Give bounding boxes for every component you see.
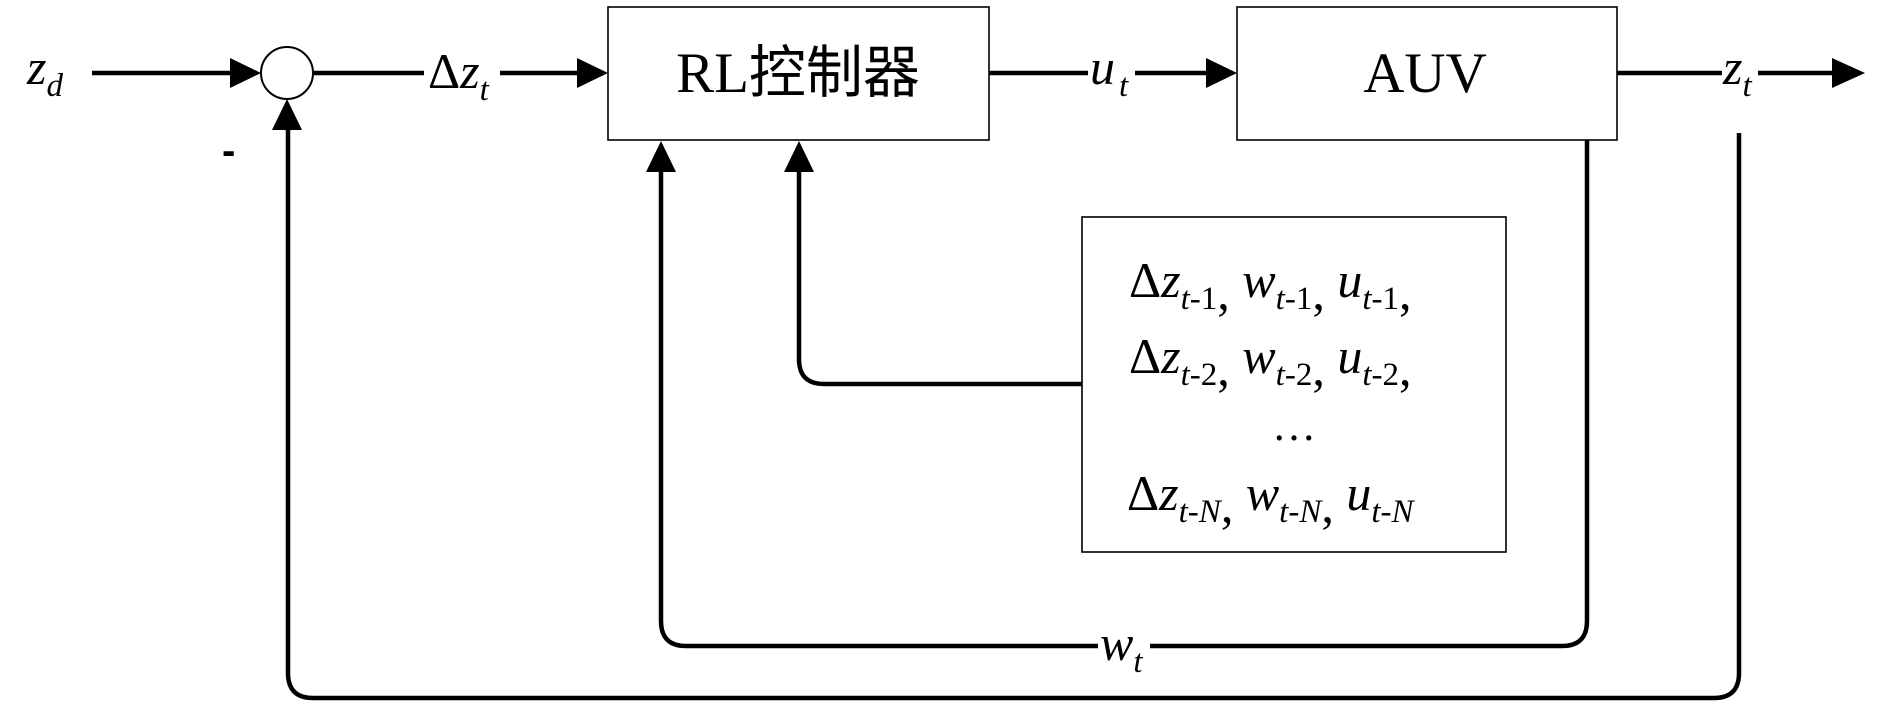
history-buffer-block [1081, 216, 1507, 553]
error-arrowhead [577, 58, 608, 88]
history-term-separator: , [1312, 340, 1337, 396]
control-arrowhead [1206, 58, 1237, 88]
input-signal-label: zd [26, 39, 63, 104]
history-term-separator: , [1217, 340, 1242, 396]
history-feedback-wire [796, 170, 1082, 387]
history-term-subscript: t [1179, 494, 1189, 530]
auv-plant-block [1236, 6, 1618, 141]
history-row-n: Δzt-N, wt-N, ut-N [1127, 465, 1416, 533]
history-row-2: Δzt-2, wt-2, ut-2, [1129, 328, 1412, 396]
history-term-subscript-index: 2 [1201, 357, 1218, 393]
history-term-subscript: t [1279, 494, 1289, 530]
history-term-subscript-index: N [1198, 494, 1223, 530]
history-term-subscript-index: 2 [1383, 357, 1400, 393]
history-term-subscript-dash: - [1190, 281, 1201, 317]
auv-plant-label: AUV [1363, 42, 1487, 105]
history-term-subscript: t [1362, 281, 1372, 317]
history-term-subscript-index: 1 [1383, 281, 1400, 317]
history-term-symbol: z [1160, 328, 1180, 384]
history-term-separator: , [1312, 264, 1337, 320]
velocity-feedback-arrowhead [646, 141, 676, 172]
history-term-subscript: t [1181, 357, 1191, 393]
error-signal-sub: t [480, 72, 490, 108]
history-term-symbol: w [1242, 328, 1275, 384]
output-signal-main: z [1722, 39, 1742, 95]
history-term-subscript-dash: - [1288, 494, 1299, 530]
feedback-minus-sign: - [222, 129, 235, 173]
history-term-subscript-dash: - [1190, 357, 1201, 393]
input-arrowhead [230, 58, 261, 88]
history-term-separator: , [1321, 477, 1346, 533]
history-term-symbol: u [1337, 328, 1362, 384]
error-signal-prefix: Δ [428, 43, 460, 99]
history-term-symbol: z [1160, 252, 1180, 308]
history-term-subscript-index: 1 [1201, 281, 1218, 317]
history-term-subscript-dash: - [1372, 357, 1383, 393]
history-term-symbol: w [1242, 252, 1275, 308]
output-signal-sub: t [1742, 68, 1752, 104]
rl-controller-block [607, 6, 990, 141]
control-signal-main: u [1090, 39, 1115, 95]
history-row-ellipsis: … [1272, 401, 1316, 450]
history-term-subscript-index: 1 [1296, 281, 1313, 317]
error-signal-label: Δzt [428, 43, 490, 108]
input-signal-sub: d [46, 68, 63, 104]
history-term-separator: , [1399, 264, 1412, 320]
output-arrowhead [1832, 58, 1865, 88]
history-term-subscript-index: N [1391, 494, 1416, 530]
history-term-subscript-dash: - [1188, 494, 1199, 530]
history-term-separator: , [1221, 477, 1246, 533]
velocity-feedback-wire-b [658, 170, 1098, 649]
history-term-subscript-dash: - [1381, 494, 1392, 530]
history-term-subscript-dash: - [1285, 281, 1296, 317]
control-signal-sub: t [1119, 68, 1129, 104]
history-term-separator: , [1217, 264, 1242, 320]
velocity-feedback-wire-a [1150, 140, 1590, 649]
history-term-subscript: t [1181, 281, 1191, 317]
history-term-symbol: z [1158, 465, 1178, 521]
summing-junction [260, 46, 314, 100]
history-term-subscript: t [1276, 357, 1286, 393]
velocity-signal-sub: t [1133, 644, 1143, 680]
output-signal-label: zt [1722, 39, 1752, 104]
history-term-separator: , [1399, 340, 1412, 396]
output-feedback-wire [285, 130, 1742, 701]
history-term-subscript-index: 2 [1296, 357, 1313, 393]
history-term-symbol: w [1246, 465, 1279, 521]
history-term-subscript: t [1276, 281, 1286, 317]
history-term-prefix: Δ [1129, 328, 1161, 384]
history-term-subscript-dash: - [1372, 281, 1383, 317]
history-term-symbol: u [1337, 252, 1362, 308]
rl-controller-label: RL控制器 [676, 42, 920, 105]
history-feedback-arrowhead [784, 141, 814, 172]
input-signal-main: z [26, 39, 46, 95]
velocity-signal-label: wt [1100, 615, 1143, 680]
history-term-prefix: Δ [1127, 465, 1159, 521]
history-term-subscript: t [1362, 357, 1372, 393]
error-signal-main: z [459, 43, 479, 99]
history-term-symbol: u [1346, 465, 1371, 521]
history-term-subscript-index: N [1298, 494, 1323, 530]
history-row-1: Δzt-1, wt-1, ut-1, [1129, 252, 1412, 320]
velocity-signal-main: w [1100, 615, 1133, 671]
output-feedback-arrowhead [272, 99, 302, 130]
history-term-subscript-dash: - [1285, 357, 1296, 393]
history-term-prefix: Δ [1129, 252, 1161, 308]
history-term-subscript: t [1371, 494, 1381, 530]
